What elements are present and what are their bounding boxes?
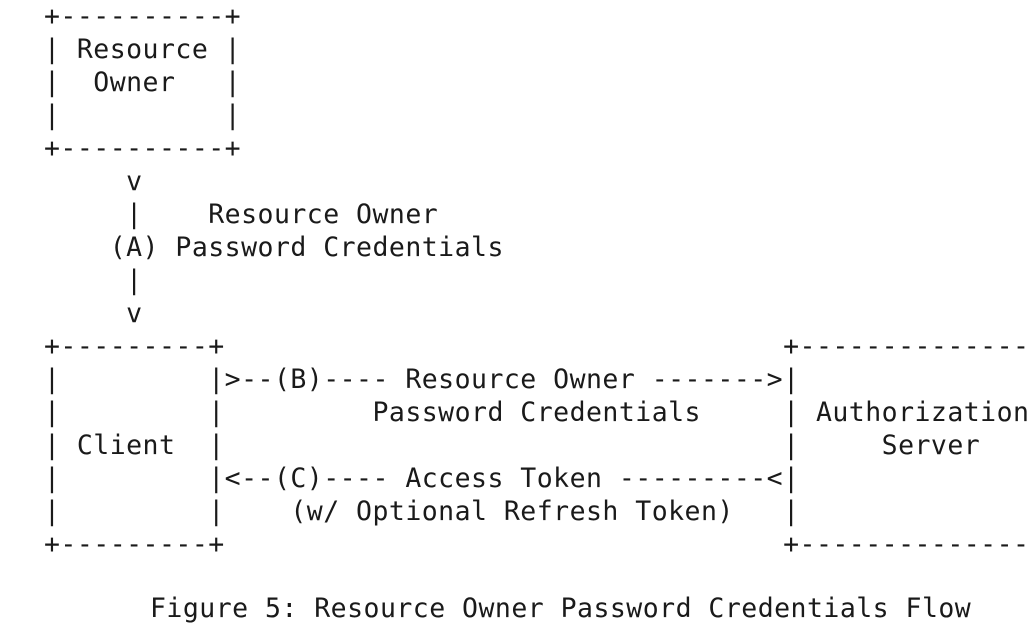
flow-b-request-line: | |>--(B)---- Resource Owner ------->| | (44, 364, 1033, 395)
flow-a-arrow-shaft: | (44, 265, 143, 296)
resource-owner-box-bottom-border: +----------+ (44, 133, 242, 164)
flow-a-label-line-1: | Resource Owner (44, 199, 439, 230)
client-and-server-top-borders: +---------+ +---------------+ (44, 331, 1033, 362)
flow-a-arrow-head: v (44, 298, 143, 329)
flow-c-refresh-token-note: | | (w/ Optional Refresh Token) | | (44, 496, 1033, 527)
flow-a-arrow-top: v (44, 166, 143, 197)
figure-caption: Figure 5: Resource Owner Password Creden… (150, 593, 972, 624)
flow-c-response-line: | |<--(C)---- Access Token ---------<| | (44, 463, 1033, 494)
resource-owner-box-label-line-2: | Owner | (44, 67, 242, 98)
flow-a-label-line-2: (A) Password Credentials (44, 232, 504, 263)
resource-owner-box-label-line-1: | Resource | (44, 34, 242, 65)
resource-owner-box-empty-line: | | (44, 100, 242, 131)
flow-b-label-and-server-label-1: | | Password Credentials | Authorization… (44, 397, 1033, 428)
client-label-and-server-label-2: | Client | | Server | (44, 430, 1033, 461)
resource-owner-box-top-border: +----------+ (44, 1, 242, 32)
client-and-server-bottom-borders: +---------+ +---------------+ (44, 529, 1033, 560)
